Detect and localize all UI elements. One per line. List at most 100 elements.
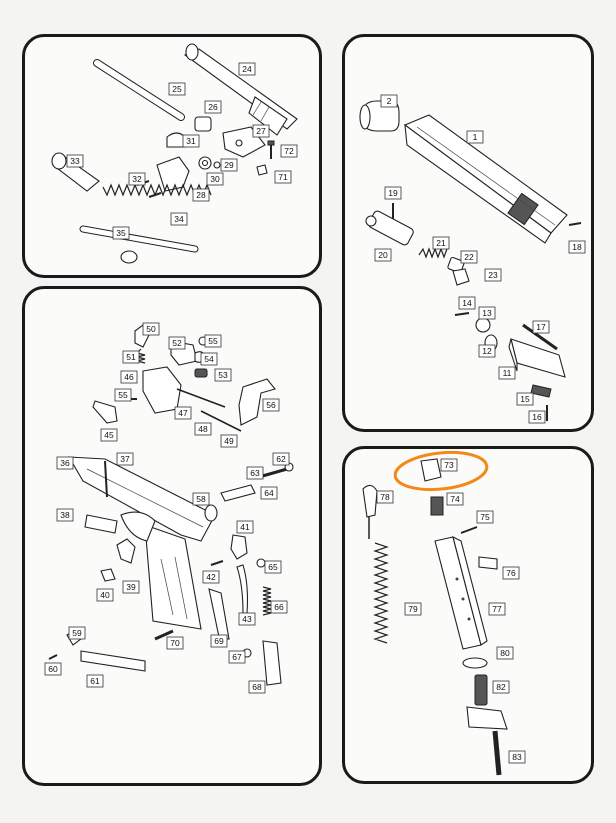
- part-label-76: 76: [502, 566, 520, 580]
- svg-text:76: 76: [506, 568, 516, 578]
- svg-text:61: 61: [90, 676, 100, 686]
- frame-group-drawing: 50 52 55 51 54 53 46 55 47 56 45 48 49 3…: [44, 322, 294, 694]
- part-label-69: 69: [210, 634, 228, 648]
- svg-text:16: 16: [532, 412, 542, 422]
- part-magazine-spring: [373, 542, 389, 644]
- part-label-48: 48: [194, 422, 212, 436]
- part-label-72: 72: [280, 144, 298, 158]
- svg-text:18: 18: [572, 242, 582, 252]
- part-label-36: 36: [56, 456, 74, 470]
- part-label-50: 50: [142, 322, 160, 336]
- part-extractor-block: [508, 338, 566, 378]
- part-label-60: 60: [44, 662, 62, 676]
- svg-text:72: 72: [284, 146, 294, 156]
- part-label-39: 39: [122, 580, 140, 594]
- svg-text:45: 45: [104, 430, 114, 440]
- part-guide-rod: [93, 59, 185, 121]
- part-label-13: 13: [478, 306, 496, 320]
- part-label-14: 14: [458, 296, 476, 310]
- part-label-74: 74: [446, 492, 464, 506]
- svg-text:83: 83: [512, 752, 522, 762]
- part-magazine-body: [434, 535, 488, 650]
- part-label-21: 21: [432, 236, 450, 250]
- svg-text:82: 82: [496, 682, 506, 692]
- svg-text:29: 29: [224, 160, 234, 170]
- svg-text:11: 11: [503, 368, 512, 378]
- part-label-49: 49: [220, 434, 238, 448]
- svg-text:1: 1: [473, 132, 478, 142]
- part-label-27: 27: [252, 124, 270, 138]
- part-label-77: 77: [488, 602, 506, 616]
- svg-text:73: 73: [444, 460, 454, 470]
- part-label-62: 62: [272, 452, 290, 466]
- part-spring-plug: [51, 152, 100, 192]
- svg-text:33: 33: [70, 156, 80, 166]
- magazine-group-panel: 73 74 78 75 76 79 77 80 82 83: [342, 446, 594, 784]
- part-label-64: 64: [260, 486, 278, 500]
- svg-text:55: 55: [208, 336, 218, 346]
- part-label-53: 53: [214, 368, 232, 382]
- part-barrel: [183, 43, 298, 136]
- part-label-73: 73: [440, 458, 458, 472]
- svg-text:27: 27: [256, 126, 266, 136]
- part-label-20: 20: [374, 248, 392, 262]
- part-barrel-bushing: [359, 100, 400, 132]
- svg-text:42: 42: [206, 572, 216, 582]
- part-label-51: 51: [122, 350, 140, 364]
- svg-text:51: 51: [126, 352, 136, 362]
- svg-text:71: 71: [278, 172, 288, 182]
- part-label-59: 59: [68, 626, 86, 640]
- svg-text:52: 52: [172, 338, 182, 348]
- part-slide: [403, 114, 568, 244]
- svg-text:53: 53: [218, 370, 228, 380]
- part-label-42: 42: [202, 570, 220, 584]
- svg-text:20: 20: [378, 250, 388, 260]
- svg-text:67: 67: [232, 652, 242, 662]
- svg-text:2: 2: [387, 96, 392, 106]
- part-label-1: 1: [466, 130, 484, 144]
- part-label-33: 33: [66, 154, 84, 168]
- svg-text:34: 34: [174, 214, 184, 224]
- part-label-15: 15: [516, 392, 534, 406]
- svg-text:39: 39: [126, 582, 136, 592]
- part-label-52: 52: [168, 336, 186, 350]
- part-label-38: 38: [56, 508, 74, 522]
- part-label-71: 71: [274, 170, 292, 184]
- part-label-12: 12: [478, 344, 496, 358]
- part-label-25: 25: [168, 82, 186, 96]
- part-label-80: 80: [496, 646, 514, 660]
- svg-text:26: 26: [208, 102, 218, 112]
- svg-text:43: 43: [242, 614, 252, 624]
- svg-text:23: 23: [488, 270, 498, 280]
- svg-text:32: 32: [132, 174, 142, 184]
- svg-text:59: 59: [72, 628, 82, 638]
- part-label-11: 11: [498, 366, 516, 380]
- svg-text:19: 19: [388, 188, 398, 198]
- part-slide-stop: [156, 156, 190, 192]
- part-label-40: 40: [96, 588, 114, 602]
- svg-text:30: 30: [210, 174, 220, 184]
- part-label-24: 24: [238, 62, 256, 76]
- part-bushing: [194, 116, 212, 132]
- svg-text:68: 68: [252, 682, 262, 692]
- svg-text:22: 22: [464, 252, 474, 262]
- part-label-32: 32: [128, 172, 146, 186]
- svg-text:79: 79: [408, 604, 418, 614]
- slide-group-panel: 2 1 19 21 20 22 23 18 14 13 17 12 11 15 …: [342, 34, 594, 432]
- part-label-78: 78: [376, 490, 394, 504]
- highlight-ring-73: [393, 450, 489, 492]
- part-label-2: 2: [380, 94, 398, 108]
- part-label-75: 75: [476, 510, 494, 524]
- part-label-56: 56: [262, 398, 280, 412]
- part-label-58: 58: [192, 492, 210, 506]
- svg-text:60: 60: [48, 664, 58, 674]
- part-label-16: 16: [528, 410, 546, 424]
- part-label-70: 70: [166, 636, 184, 650]
- part-label-67: 67: [228, 650, 246, 664]
- svg-text:80: 80: [500, 648, 510, 658]
- part-label-18: 18: [568, 240, 586, 254]
- part-full-length-guide: [79, 225, 199, 264]
- part-label-63: 63: [246, 466, 264, 480]
- svg-text:31: 31: [186, 136, 196, 146]
- part-label-29: 29: [220, 158, 238, 172]
